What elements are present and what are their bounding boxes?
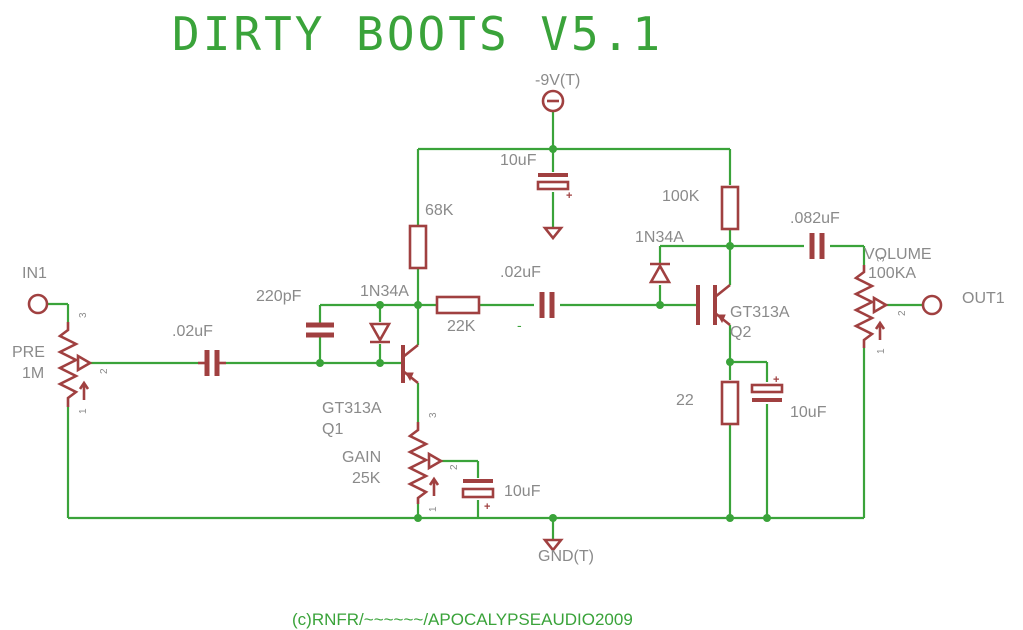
feedback-capacitor-value: 220pF: [256, 288, 302, 305]
input-label: IN1: [22, 265, 47, 282]
pre-pin-1: 1: [78, 408, 89, 414]
ground-label: GND(T): [538, 548, 594, 565]
volume-pin-3: 3: [876, 256, 887, 262]
volume-name: VOLUME: [864, 246, 932, 263]
ground-symbol-main: GND(T): [538, 538, 594, 565]
output-capacitor-value: .082uF: [790, 210, 840, 227]
resistor-68k: 68K: [408, 202, 454, 270]
q2-name: Q2: [730, 324, 751, 341]
gain-value: 25K: [352, 470, 381, 487]
diode-d2-value: 1N34A: [635, 229, 684, 246]
pre-potentiometer: PRE 1M 3 2 1: [12, 312, 110, 414]
diode-d1: 1N34A: [360, 283, 409, 344]
output-port: OUT1: [921, 290, 1005, 316]
pre-pin-3: 3: [78, 312, 89, 318]
supply-label: -9V(T): [535, 72, 580, 89]
emitter-capacitor: + 10uF: [750, 374, 827, 421]
transistor-q2: GT313A Q2: [696, 283, 790, 341]
diode-d1-value: 1N34A: [360, 283, 409, 300]
gain-pin-3: 3: [428, 412, 439, 418]
gain-capacitor: + 10uF: [461, 479, 541, 513]
credit-line: (c)RNFR/~~~~~~/APOCALYPSEAUDIO2009: [292, 610, 633, 629]
q1-type: GT313A: [322, 400, 382, 417]
input-port: IN1: [22, 265, 49, 315]
q2-type: GT313A: [730, 304, 790, 321]
emitter-capacitor-value: 10uF: [790, 404, 827, 421]
coupling-capacitor: .02uF -: [500, 264, 555, 333]
input-capacitor-value: .02uF: [172, 323, 213, 340]
coupling-capacitor-value: .02uF: [500, 264, 541, 281]
pre-name: PRE: [12, 344, 45, 361]
supply-capacitor: + 10uF: [500, 152, 572, 202]
volume-pin-2: 2: [897, 310, 908, 316]
volume-value: 100KA: [868, 265, 916, 282]
output-capacitor: .082uF: [790, 210, 840, 259]
supply-capacitor-value: 10uF: [500, 152, 537, 169]
resistor-22: 22: [676, 380, 740, 426]
schematic-title: DIRTY BOOTS V5.1: [172, 7, 663, 61]
coupling-capacitor-minus: -: [517, 317, 522, 333]
transistor-q1: GT313A Q1: [322, 343, 419, 438]
gain-pin-1: 1: [428, 506, 439, 512]
resistor-22-value: 22: [676, 392, 694, 409]
pre-pin-2: 2: [99, 368, 110, 374]
feedback-capacitor: 220pF: [256, 288, 334, 338]
resistor-68k-value: 68K: [425, 202, 454, 219]
gain-capacitor-plus: +: [484, 501, 490, 513]
resistor-22k: 22K: [435, 295, 481, 335]
volume-pin-1: 1: [876, 348, 887, 354]
volume-potentiometer: VOLUME 100KA 3 2 1: [853, 246, 932, 354]
gain-name: GAIN: [342, 449, 381, 466]
resistor-100k: 100K: [662, 185, 740, 231]
supply-capacitor-plus: +: [566, 190, 572, 202]
q1-name: Q1: [322, 421, 343, 438]
gain-potentiometer: GAIN 25K 3 2 1: [342, 412, 460, 512]
ground-symbol-cap: [542, 226, 564, 241]
gain-pin-2: 2: [449, 464, 460, 470]
gain-capacitor-value: 10uF: [504, 483, 541, 500]
output-label: OUT1: [962, 290, 1005, 307]
supply-symbol: -9V(T): [535, 72, 580, 113]
emitter-capacitor-plus: +: [773, 374, 779, 386]
input-capacitor: .02uF: [172, 323, 226, 376]
resistor-100k-value: 100K: [662, 188, 700, 205]
resistor-22k-value: 22K: [447, 318, 476, 335]
pre-value: 1M: [22, 365, 44, 382]
diode-d2: 1N34A: [635, 229, 684, 284]
junctions: [316, 145, 771, 522]
